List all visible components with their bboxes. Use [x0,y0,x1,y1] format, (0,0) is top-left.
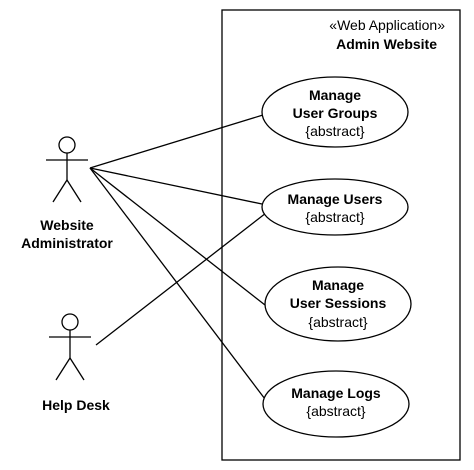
system-stereotype: «Web Application» [329,17,445,33]
association-admin-user-sessions [89,167,266,306]
use-case-label-line1: Manage [312,277,364,293]
stick-figure-icon [49,313,91,381]
use-case-manage-user-groups[interactable]: Manage User Groups {abstract} [261,76,409,148]
system-boundary [221,9,461,461]
association-admin-users [89,167,263,205]
use-case-ellipse [261,178,409,236]
use-case-manage-logs[interactable]: Manage Logs {abstract} [262,370,410,438]
use-case-modifier: {abstract} [306,403,365,419]
stick-figure-icon [46,136,88,203]
actor-website-administrator[interactable]: Website Administrator [21,136,113,251]
use-case-modifier: {abstract} [305,123,364,139]
association-helpdesk-users [95,212,267,346]
use-case-ellipse [264,266,412,342]
use-case-label-line1: Manage Logs [291,385,381,401]
associations [89,114,269,404]
use-case-manage-user-sessions[interactable]: Manage User Sessions {abstract} [264,266,412,342]
use-case-label-line1: Manage [309,87,361,103]
use-case-manage-users[interactable]: Manage Users {abstract} [261,178,409,236]
use-case-label-line2: User Sessions [290,295,387,311]
use-case-ellipse [261,76,409,148]
use-case-modifier: {abstract} [305,209,364,225]
use-case-label-line1: Manage Users [288,191,383,207]
association-admin-user-groups [89,114,264,169]
use-case-ellipse [262,370,410,438]
actor-help-desk[interactable]: Help Desk [42,313,110,413]
actor-label: Help Desk [42,397,110,413]
actor-label-line1: Website [40,217,94,233]
use-case-label-line2: User Groups [293,105,378,121]
use-case-modifier: {abstract} [308,314,367,330]
actor-label-line2: Administrator [21,235,113,251]
association-admin-logs [89,167,269,404]
system-name: Admin Website [336,36,437,52]
